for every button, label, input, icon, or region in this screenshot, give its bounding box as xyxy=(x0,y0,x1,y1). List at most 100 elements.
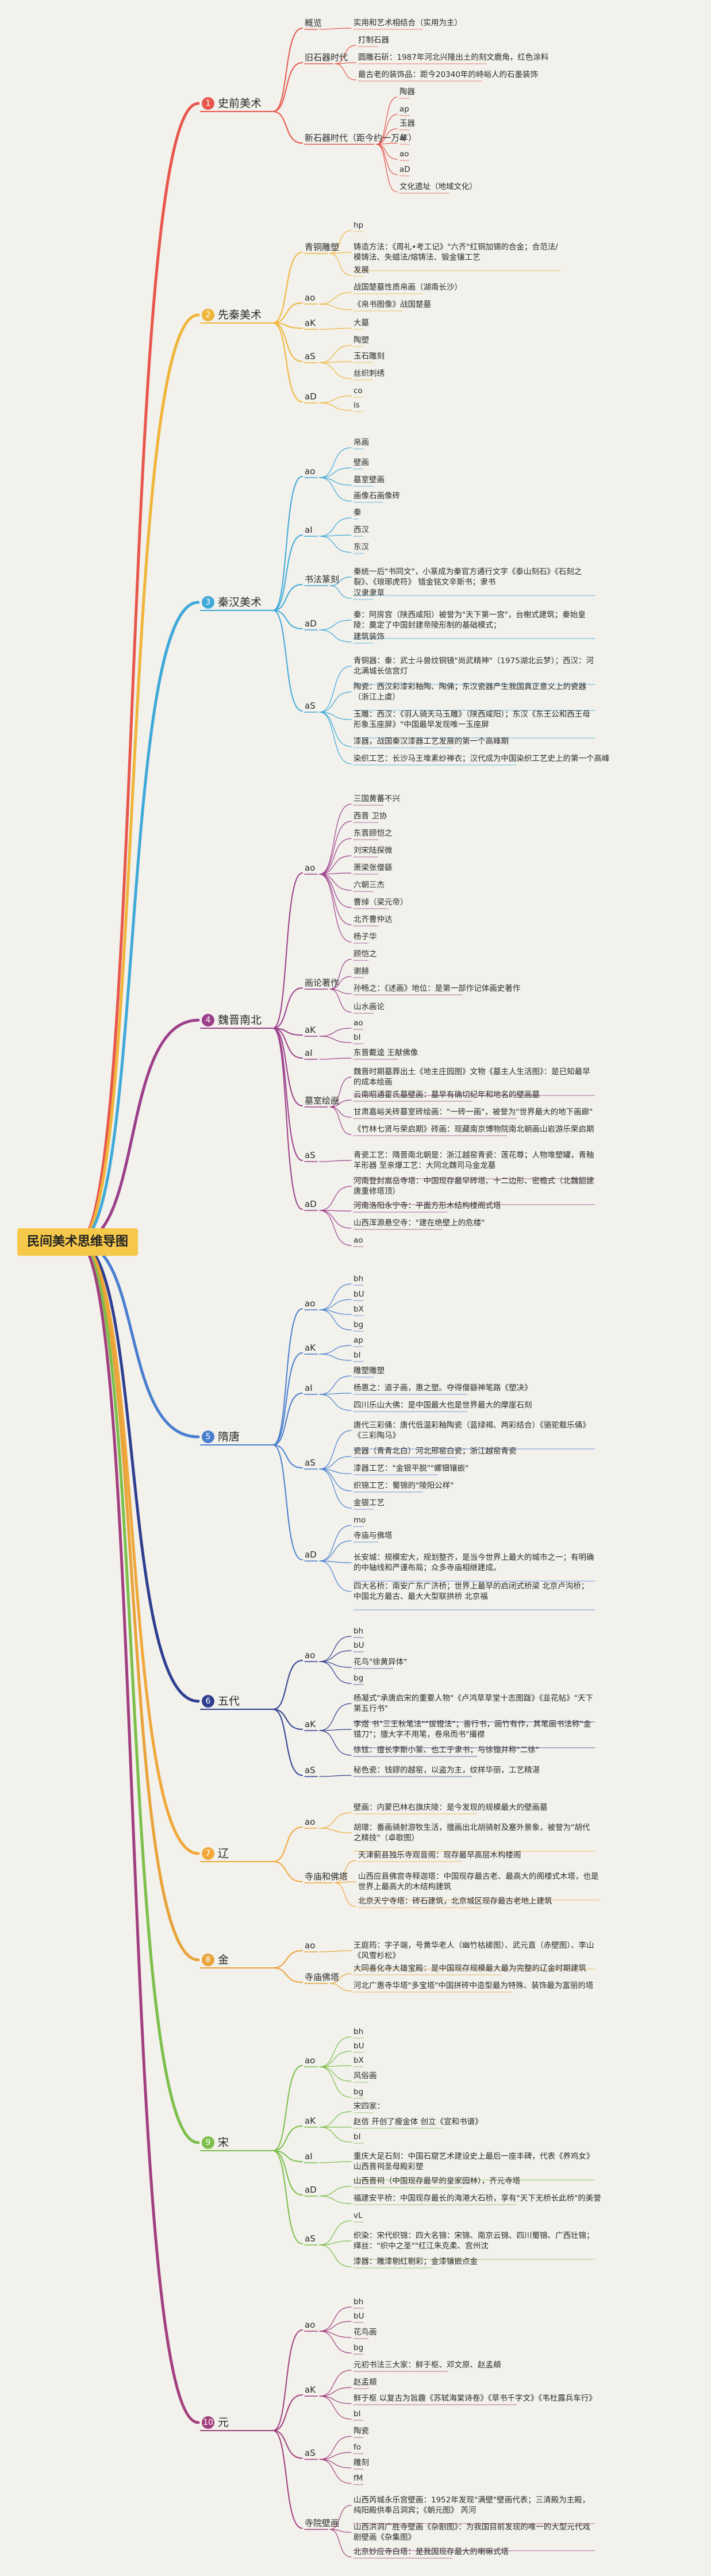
subtopic[interactable]: ao xyxy=(305,1817,316,1827)
leaf-topic[interactable]: 青铜器：秦：武士斗兽纹铜镜"尚武精神"（1975湖北云梦）；西汉：河北满城长信宫… xyxy=(353,656,594,676)
subtopic[interactable]: 书法篆刻 xyxy=(305,574,340,585)
leaf-topic[interactable]: 山西浑源悬空寺："建在绝壁上的危楼" xyxy=(353,1218,485,1228)
leaf-topic[interactable]: 汉隶隶草 xyxy=(353,589,385,598)
leaf-topic[interactable]: bX xyxy=(353,1305,364,1314)
leaf-topic[interactable]: 文化遗址（地域文化） xyxy=(399,182,477,191)
leaf-topic[interactable]: bg xyxy=(353,2343,364,2352)
leaf-topic[interactable]: 秦 xyxy=(353,508,362,517)
subtopic[interactable]: aI xyxy=(305,2151,313,2162)
subtopic[interactable]: ao xyxy=(305,293,316,303)
subtopic[interactable]: ao xyxy=(305,1650,316,1660)
leaf-topic[interactable]: 建筑装饰 xyxy=(353,632,385,641)
subtopic[interactable]: aK xyxy=(305,1343,316,1353)
leaf-topic[interactable]: 陶器 xyxy=(399,87,415,97)
subtopic[interactable]: aK xyxy=(305,2385,316,2395)
subtopic[interactable]: aS xyxy=(305,1765,316,1775)
leaf-topic[interactable]: 最古老的装饰品：距今20340年的峙峪人的石墨装饰 xyxy=(358,70,538,79)
leaf-topic[interactable]: 壁画 xyxy=(353,458,369,467)
leaf-topic[interactable]: ap xyxy=(399,105,409,114)
leaf-topic[interactable]: bh xyxy=(353,2297,364,2306)
leaf-topic[interactable]: 宋四家： xyxy=(353,2102,385,2111)
subtopic[interactable]: ao xyxy=(305,863,316,873)
leaf-topic[interactable]: 徐铉：擅长李斯小篆、也工于隶书；与徐锴并称"二徐" xyxy=(353,1745,539,1755)
leaf-topic[interactable]: 王庭筠：字子端，号黄华老人（幽竹枯槎图）、武元直（赤壁图）、李山《风雪杉松》 xyxy=(353,1941,594,1960)
leaf-topic[interactable]: 壁画：内蒙巴林右旗庆陵：是今发现的规模最大的壁画墓 xyxy=(353,1803,548,1812)
leaf-topic[interactable]: 云南昭通霍氏墓壁画：墓早有确切纪年和地名的壁画墓 xyxy=(353,1090,540,1099)
leaf-topic[interactable]: 发展 xyxy=(353,266,369,275)
leaf-topic[interactable]: 铸造方法：《周礼•考工记》"六齐"红铜加锡的合金；合范法/模铸法、失蜡法/熔铸法… xyxy=(353,243,558,262)
leaf-topic[interactable]: 花鸟画 xyxy=(353,2328,377,2337)
subtopic[interactable]: aD xyxy=(305,1199,317,1209)
leaf-topic[interactable]: 雕塑雕塑 xyxy=(353,1366,385,1375)
subtopic[interactable]: ao xyxy=(305,2055,316,2066)
leaf-topic[interactable]: 六朝三杰 xyxy=(353,881,385,890)
leaf-topic[interactable]: 山西应县佛宫寺释迦塔：中国现存最古老、最高大的阁楼式木塔，也是世界上最高大的木结… xyxy=(358,1872,599,1891)
leaf-topic[interactable]: 《竹林七贤与荣启期》砖画：现藏南京博物院南北朝画山岩游乐荣启期 xyxy=(353,1125,594,1134)
leaf-topic[interactable]: 赵孟頫 xyxy=(353,2378,377,2387)
leaf-topic[interactable]: 西晋 卫协 xyxy=(353,812,387,821)
leaf-topic[interactable]: 唐代三彩俑：唐代低温彩釉陶瓷（蓝绿褐、两彩结合）《骆驼载乐俑》《三彩陶马》 xyxy=(353,1421,590,1440)
leaf-topic[interactable]: 雕刻 xyxy=(353,2458,369,2467)
subtopic[interactable]: aK xyxy=(305,2116,316,2126)
leaf-topic[interactable]: 谢赫 xyxy=(353,967,369,976)
leaf-topic[interactable]: 陶塑 xyxy=(353,336,369,345)
leaf-topic[interactable]: bg xyxy=(353,1320,364,1329)
leaf-topic[interactable]: 河北广惠寺华塔"多宝塔"中国拼砖中造型最为特殊、装饰最为富丽的塔 xyxy=(353,1981,594,1990)
leaf-topic[interactable]: mo xyxy=(353,1516,366,1525)
subtopic[interactable]: ao xyxy=(305,1940,316,1951)
leaf-topic[interactable]: 染织工艺：长沙马王堆素纱禅衣；汉代成为中国染织工艺史上的第一个高峰 xyxy=(353,754,610,763)
subtopic[interactable]: aS xyxy=(305,701,316,711)
leaf-topic[interactable]: 实用和艺术相结合（实用为主） xyxy=(353,18,462,28)
leaf-topic[interactable]: bh xyxy=(353,1627,364,1636)
subtopic[interactable]: aD xyxy=(305,391,317,402)
leaf-topic[interactable]: bU xyxy=(353,2041,364,2051)
subtopic[interactable]: aK xyxy=(305,1719,316,1729)
subtopic[interactable]: aS xyxy=(305,2448,316,2458)
leaf-topic[interactable]: 陶瓷 xyxy=(353,2427,369,2436)
leaf-topic[interactable]: 织锦工艺：蜀锦的"陵阳公样" xyxy=(353,1481,454,1490)
subtopic[interactable]: aS xyxy=(305,2233,316,2244)
subtopic[interactable]: 寺院壁画 xyxy=(305,2518,340,2528)
leaf-topic[interactable]: 东汉 xyxy=(353,543,369,552)
root-topic[interactable]: 民间美术思维导图 xyxy=(17,1228,138,1256)
leaf-topic[interactable]: 北京天宁寺塔：砖石建筑，北京城区现存最古老地上建筑 xyxy=(358,1897,552,1906)
leaf-topic[interactable]: 寺庙与佛塔 xyxy=(353,1531,393,1540)
leaf-topic[interactable]: bh xyxy=(353,2027,364,2036)
leaf-topic[interactable]: 金银工艺 xyxy=(353,1498,385,1508)
leaf-topic[interactable]: 圆雕石斫：1987年河北兴隆出土的刻文鹿角，红色涂料 xyxy=(358,53,549,62)
leaf-topic[interactable]: vL xyxy=(353,2211,363,2220)
leaf-topic[interactable]: 漆器工艺："金银平脱""螺钿镶嵌" xyxy=(353,1464,469,1473)
leaf-topic[interactable]: bh xyxy=(353,1274,364,1283)
leaf-topic[interactable]: 山西晋祠（中国现存最早的皇家园林），齐元寺塔 xyxy=(353,2177,521,2186)
subtopic[interactable]: aS xyxy=(305,1150,316,1160)
subtopic[interactable]: 寺庙和佛塔 xyxy=(305,1871,348,1882)
subtopic[interactable]: aI xyxy=(305,1048,313,1058)
leaf-topic[interactable]: 山水画论 xyxy=(353,1002,385,1012)
leaf-topic[interactable]: 天津蓟县独乐寺观音阁：现存最早高层木构楼阁 xyxy=(358,1851,521,1860)
leaf-topic[interactable]: 秦统一后"书同文"，小篆成为秦官方通行文字《泰山刻石》《石刻之裂》、《琅琊虎符》… xyxy=(353,567,582,587)
leaf-topic[interactable]: 画像石画像砖 xyxy=(353,491,400,501)
leaf-topic[interactable]: 四大名桥：南安广东广济桥；世界上最早的启闭式桥梁 北京卢沟桥；中国北方最古、最大… xyxy=(353,1582,589,1601)
leaf-topic[interactable]: bU xyxy=(353,1641,364,1650)
leaf-topic[interactable]: 北京妙应寺白塔：是我国现存最大的喇嘛式塔 xyxy=(353,2547,509,2556)
leaf-topic[interactable]: aD xyxy=(399,165,410,174)
leaf-topic[interactable]: 魏晋时期墓葬出土《地主庄园图》文物《墓主人生活图》：是已知最早的成本绘画 xyxy=(353,1067,590,1087)
subtopic[interactable]: ao xyxy=(305,2320,316,2330)
leaf-topic[interactable]: 甘肃嘉峪关砖墓室砖绘画："一砖一画"，被誉为"世界最大的地下画廊" xyxy=(353,1108,593,1117)
leaf-topic[interactable]: 顾恺之 xyxy=(353,949,377,959)
leaf-topic[interactable]: 花鸟"徐黄异体" xyxy=(353,1658,408,1667)
leaf-topic[interactable]: 帛画 xyxy=(353,438,369,447)
leaf-topic[interactable]: fo xyxy=(353,2443,362,2452)
leaf-topic[interactable]: aI xyxy=(399,133,407,143)
subtopic[interactable]: ao xyxy=(305,466,316,476)
leaf-topic[interactable]: 秦：阿房宫（陕西咸阳）被誉为"天下第一宫"，台榭式建筑；秦始皇陵：奠定了中国封建… xyxy=(353,610,586,630)
leaf-topic[interactable]: bI xyxy=(353,1351,361,1360)
subtopic[interactable]: aI xyxy=(305,525,313,535)
leaf-topic[interactable]: 鲜于枢 以复古为旨趣《苏轼海棠诗卷》《草书千字文》《韦杜露兵车行》 xyxy=(353,2394,597,2403)
leaf-topic[interactable]: 福建安平桥：中国现存最长的海港大石桥，享有"天下无桥长此桥"的美誉 xyxy=(353,2194,601,2203)
leaf-topic[interactable]: 秘色瓷：钱鏐的越窑，以盗为主，纹样华丽，工艺精湛 xyxy=(353,1766,540,1775)
